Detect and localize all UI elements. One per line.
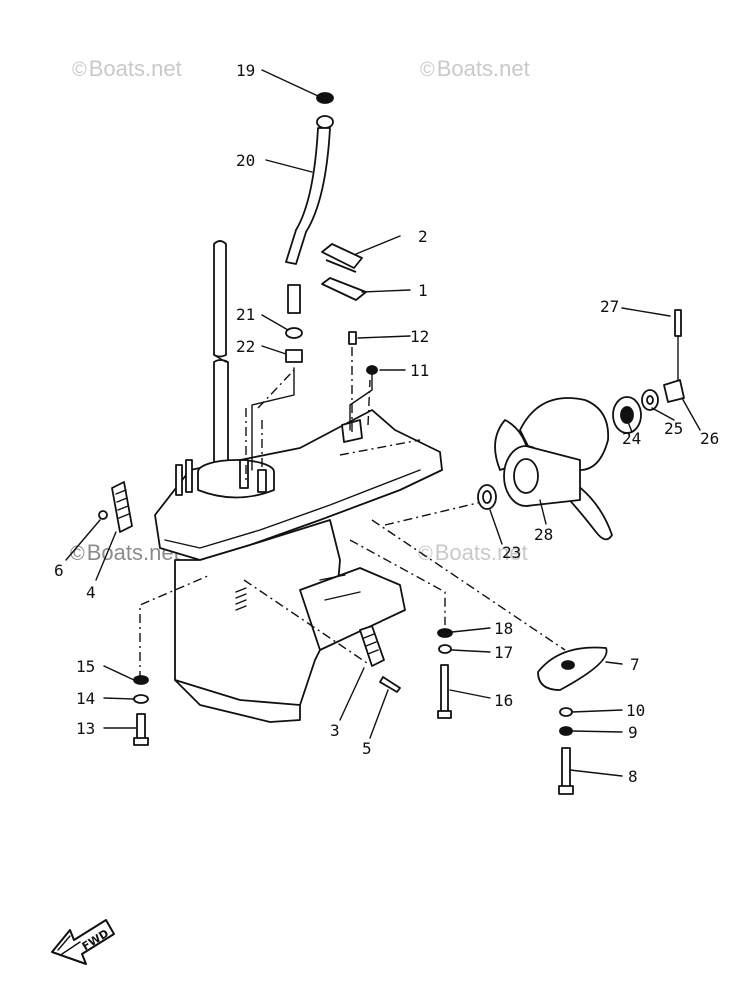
callout-9: 9 (628, 723, 638, 742)
callout-26: 26 (700, 429, 719, 448)
watermark-text: Boats.net (88, 56, 182, 81)
fwd-arrow-icon: FWD (51, 919, 115, 965)
callout-12: 12 (410, 327, 429, 346)
watermark-top-right: ©Boats.net (420, 56, 530, 82)
callout-22: 22 (236, 337, 255, 356)
callout-28: 28 (534, 525, 553, 544)
watermark-mid-right: ©Boats.net (418, 540, 528, 566)
propeller-assembly (477, 309, 685, 541)
lower-unit-housing (139, 240, 566, 723)
trim-tab (537, 646, 608, 691)
callout-2: 2 (418, 227, 428, 246)
callout-11: 11 (410, 361, 429, 380)
callout-13: 13 (76, 719, 95, 738)
watermark-text: Boats.net (436, 56, 530, 81)
watermark-text: Boats.net (434, 540, 528, 565)
callout-24: 24 (622, 429, 641, 448)
leader-lines (65, 69, 701, 777)
callout-25: 25 (664, 419, 683, 438)
callout-14: 14 (76, 689, 95, 708)
callout-4: 4 (86, 583, 96, 602)
callout-17: 17 (494, 643, 513, 662)
watermark-top-left: ©Boats.net (72, 56, 182, 82)
copyright-symbol: © (70, 543, 85, 565)
callout-10: 10 (626, 701, 645, 720)
callout-15: 15 (76, 657, 95, 676)
callout-6: 6 (54, 561, 64, 580)
copyright-symbol: © (72, 59, 87, 81)
callout-19: 19 (236, 61, 255, 80)
callout-27: 27 (600, 297, 619, 316)
callout-21: 21 (236, 305, 255, 324)
callout-8: 8 (628, 767, 638, 786)
callout-18: 18 (494, 619, 513, 638)
callout-16: 16 (494, 691, 513, 710)
callout-20: 20 (236, 151, 255, 170)
side-anodes (98, 481, 401, 693)
callout-3: 3 (330, 721, 340, 740)
water-tube-assembly (251, 92, 334, 471)
callout-labels: 19 20 2 1 12 11 21 22 27 24 25 26 28 23 … (54, 61, 719, 786)
copyright-symbol: © (420, 59, 435, 81)
callout-7: 7 (630, 655, 640, 674)
callout-5: 5 (362, 739, 372, 758)
callout-23: 23 (502, 543, 521, 562)
fasteners (133, 628, 574, 795)
water-inlet-grill (235, 587, 247, 611)
copyright-symbol: © (418, 543, 433, 565)
callout-1: 1 (418, 281, 428, 300)
